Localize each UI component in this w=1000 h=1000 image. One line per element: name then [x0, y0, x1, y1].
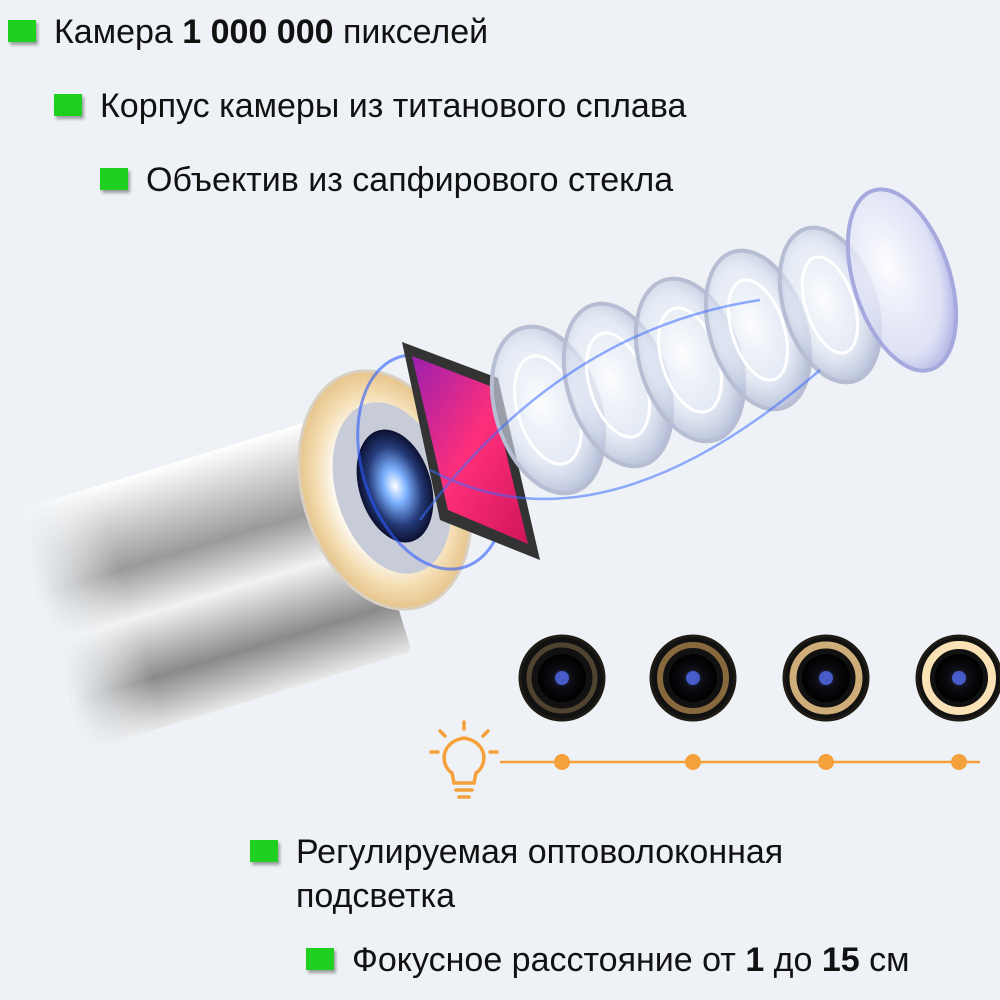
image-sensor — [402, 342, 540, 560]
bullet-icon — [100, 168, 128, 190]
brightness-dot-4 — [951, 754, 967, 770]
feature-text: Объектив из сапфирового стекла — [146, 161, 674, 199]
brightness-previews — [518, 634, 1000, 722]
feature-focus-distance: Фокусное расстояние от 1 до 15 см — [306, 938, 910, 982]
brightness-preview-1 — [518, 634, 606, 722]
feature-text: Камера 1 000 000 пикселей — [54, 13, 489, 51]
bullet-icon — [250, 840, 278, 862]
bullet-icon — [54, 94, 82, 116]
bullet-icon — [306, 948, 334, 970]
light-swirl — [418, 298, 821, 521]
feature-camera-resolution: Камера 1 000 000 пикселей — [8, 10, 488, 54]
lightbulb-icon — [429, 720, 499, 799]
brightness-preview-3 — [782, 634, 870, 722]
brightness-preview-4 — [915, 634, 1000, 722]
brightness-dot-2 — [685, 754, 701, 770]
brightness-dot-1 — [554, 754, 570, 770]
feature-text: Фокусное расстояние от 1 до 15 см — [352, 941, 910, 979]
feature-text: Корпус камеры из титанового сплава — [100, 87, 687, 125]
brightness-dot-3 — [818, 754, 834, 770]
feature-titanium-housing: Корпус камеры из титанового сплава — [54, 84, 686, 128]
bullet-icon — [8, 20, 36, 42]
feature-sapphire-lens: Объектив из сапфирового стекла — [100, 158, 673, 202]
brightness-scale — [500, 754, 980, 770]
brightness-preview-2 — [649, 634, 737, 722]
lens-element-6 — [845, 187, 959, 373]
